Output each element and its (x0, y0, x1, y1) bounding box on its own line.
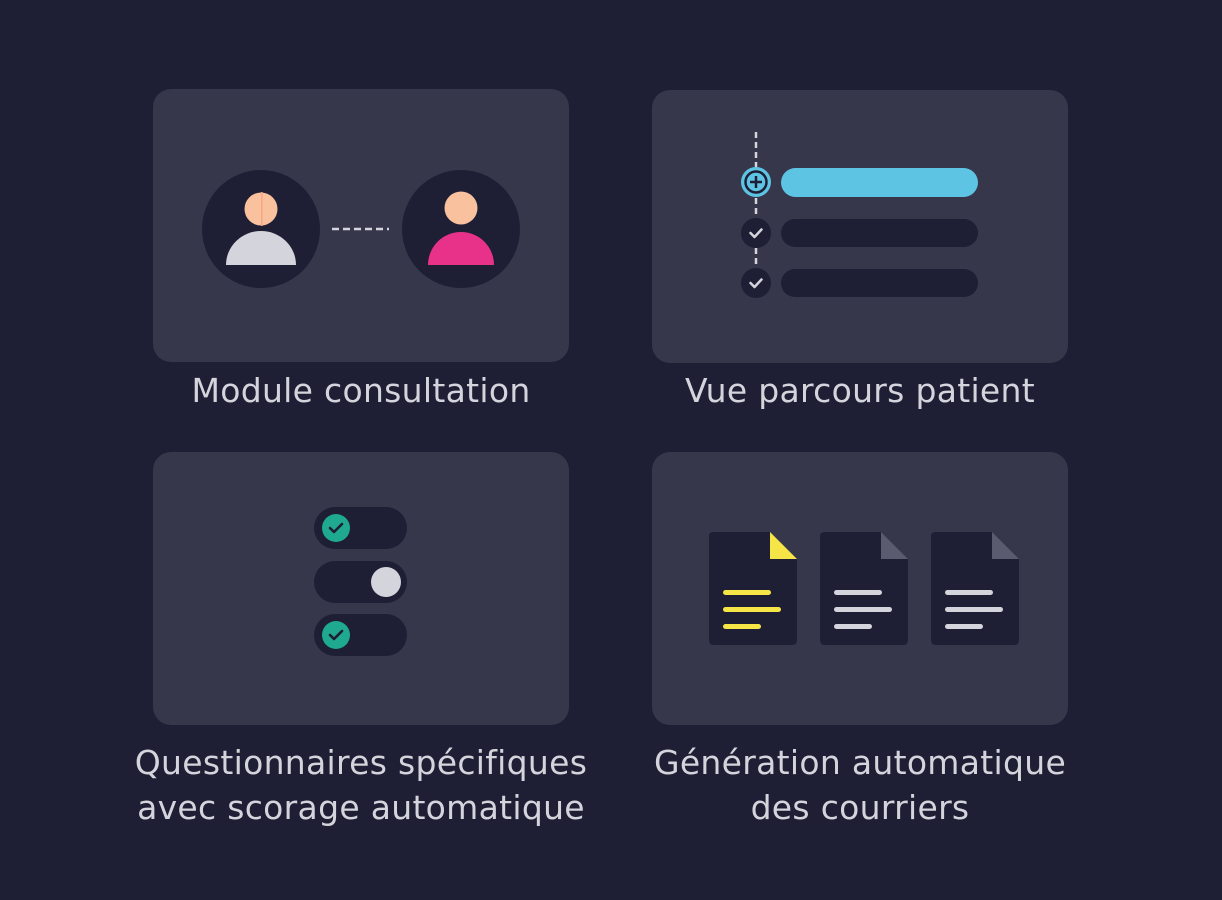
user-body-icon (428, 232, 494, 265)
plus-icon (741, 167, 771, 197)
questionnaire-illustration (314, 507, 407, 656)
check-icon (741, 218, 771, 248)
consultation-illustration (202, 170, 520, 288)
consultation-card[interactable] (153, 89, 569, 362)
check-icon (741, 268, 771, 298)
toggle-on (314, 614, 407, 656)
timeline-bar-active (781, 168, 978, 197)
caption-line: Module consultation (191, 371, 531, 410)
document-icon (820, 532, 908, 645)
user-body-icon (226, 231, 296, 265)
patient-avatar (402, 170, 520, 288)
toggle-knob (371, 567, 401, 597)
caption-line: des courriers (750, 788, 970, 827)
courriers-illustration (709, 532, 1019, 645)
user-head-icon (444, 191, 478, 225)
timeline-bar (781, 269, 978, 297)
document-icon (931, 532, 1019, 645)
feature-caption-consultation: Module consultation (81, 368, 641, 413)
questionnaire-card[interactable] (153, 452, 569, 725)
parcours-card[interactable] (652, 90, 1068, 363)
feature-caption-questionnaire: Questionnaires spécifiques avec scorage … (81, 740, 641, 830)
check-icon (322, 514, 350, 542)
courriers-card[interactable] (652, 452, 1068, 725)
toggle-off (314, 561, 407, 603)
toggle-on (314, 507, 407, 549)
parcours-illustration (741, 132, 978, 298)
feature-caption-courriers: Génération automatique des courriers (580, 740, 1140, 830)
caption-line: Génération automatique (653, 743, 1067, 782)
caption-line: Questionnaires spécifiques (134, 743, 588, 782)
feature-caption-parcours: Vue parcours patient (580, 368, 1140, 413)
timeline-bar (781, 219, 978, 247)
check-icon (322, 621, 350, 649)
caption-line: Vue parcours patient (685, 371, 1035, 410)
doctor-avatar (202, 170, 320, 288)
document-icon (709, 532, 797, 645)
caption-line: avec scorage automatique (137, 788, 585, 827)
